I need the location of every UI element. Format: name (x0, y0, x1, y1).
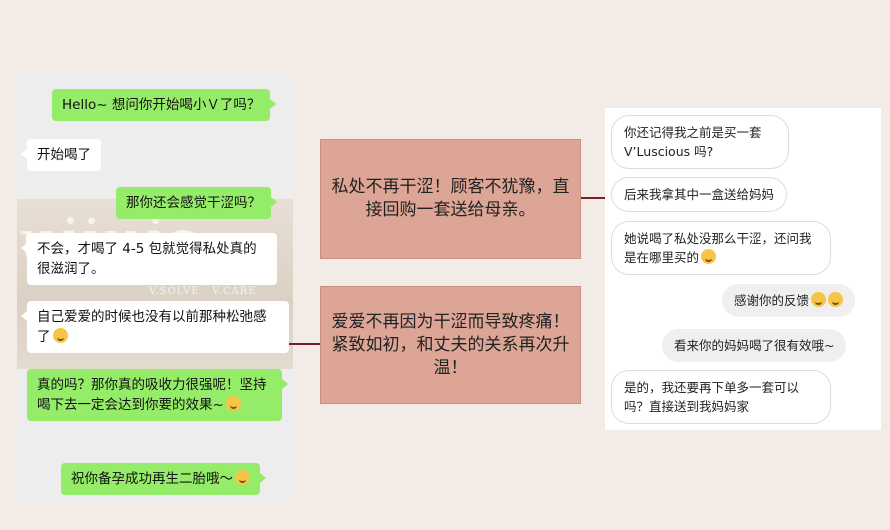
chat-message: 真的吗？那你真的吸收力很强呢！坚持喝下去一定会达到你要的效果~ (27, 369, 288, 421)
connector-line-bottom (289, 343, 321, 345)
thinking-emoji-icon (225, 396, 241, 411)
chat-message: 后来我拿其中一盒送给妈妈 (611, 177, 788, 212)
chat-message: 她说喝了私处没那么干涩，还问我是在哪里买的 (611, 221, 831, 275)
message-text: 真的吗？那你真的吸收力很强呢！坚持喝下去一定会达到你要的效果~ (37, 377, 267, 413)
callout-box-bottom: 爱爱不再因为干涩而导致疼痛！紧致如初，和丈夫的关系再次升温！ (320, 286, 581, 404)
message-text: 那你还会感觉干涩吗？ (126, 195, 261, 211)
chat-message: 你还记得我之前是买一套V’Luscious 吗? (611, 115, 789, 169)
chat-message: Hello~ 想问你开始喝小Ｖ了吗？ (52, 89, 277, 121)
sweat-smile-emoji-icon (52, 328, 68, 343)
chat-message: 自己爱爱的时候也没有以前那种松弛感了 (21, 301, 289, 353)
message-text: 她说喝了私处没那么干涩，还问我是在哪里买的 (624, 231, 812, 265)
message-text: 是的，我还要再下单多一套可以吗？直接送到我妈妈家 (624, 380, 800, 414)
connector-line-top (580, 197, 606, 199)
chat-message: 那你还会感觉干涩吗？ (116, 187, 277, 219)
right-chat-screenshot: 你还记得我之前是买一套V’Luscious 吗? 后来我拿其中一盒送给妈妈 她说… (605, 108, 881, 430)
callout-box-top: 私处不再干涩！顾客不犹豫，直接回购一套送给母亲。 (320, 139, 581, 259)
message-text: Hello~ 想问你开始喝小Ｖ了吗？ (62, 97, 261, 113)
message-text: 自己爱爱的时候也没有以前那种松弛感了 (37, 309, 267, 345)
chat-message: 是的，我还要再下单多一套可以吗？直接送到我妈妈家 (611, 370, 831, 424)
brand-watermark-tagline: V.SOLVE . V.CARE (149, 286, 257, 297)
message-text: 不会，才喝了 4-5 包就觉得私处真的很滋润了。 (37, 241, 257, 277)
message-text: 祝你备孕成功再生二胎哦～ (71, 471, 233, 487)
chat-message: 开始喝了 (21, 139, 101, 171)
smiling-hearts-emoji-icon (828, 292, 844, 307)
smiling-hearts-emoji-icon (811, 292, 827, 307)
chat-message: 感谢你的反馈 (722, 284, 856, 317)
callout-text: 私处不再干涩！顾客不犹豫，直接回购一套送给母亲。 (331, 177, 570, 220)
message-text: 你还记得我之前是买一套V’Luscious 吗? (624, 125, 762, 159)
chat-message: 不会，才喝了 4-5 包就觉得私处真的很滋润了。 (21, 233, 277, 285)
smile-emoji-icon (701, 249, 717, 264)
message-text: 看来你的妈妈喝了很有效哦~ (674, 338, 835, 353)
message-text: 开始喝了 (37, 147, 91, 163)
left-chat-screenshot: ujiujs V.SOLVE . V.CARE Hello~ 想问你开始喝小Ｖ了… (17, 73, 293, 503)
chat-message: 祝你备孕成功再生二胎哦～ (61, 463, 266, 495)
message-text: 后来我拿其中一盒送给妈妈 (624, 187, 775, 202)
message-text: 感谢你的反馈 (734, 293, 810, 308)
chat-message: 看来你的妈妈喝了很有效哦~ (662, 329, 847, 362)
smile-emoji-icon (235, 470, 250, 485)
callout-text: 爱爱不再因为干涩而导致疼痛！紧致如初，和丈夫的关系再次升温！ (331, 311, 570, 378)
